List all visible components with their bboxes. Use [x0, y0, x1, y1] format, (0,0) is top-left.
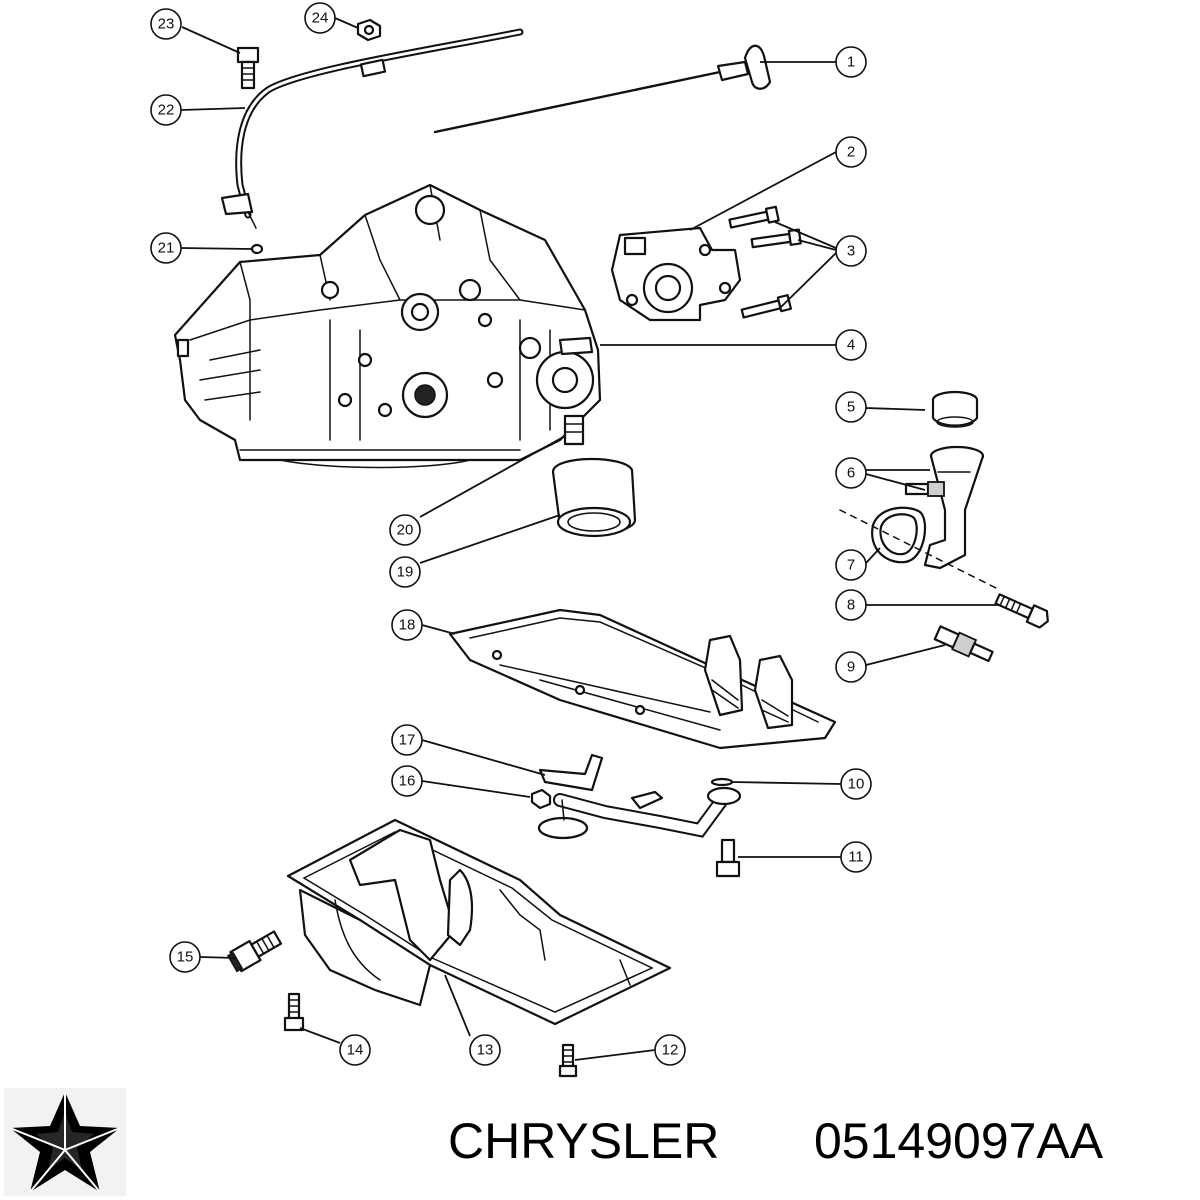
oil-pump	[610, 226, 742, 322]
tube-o-ring	[250, 243, 264, 255]
callout-label: 10	[848, 776, 865, 793]
oil-pickup-tube	[537, 753, 742, 840]
callout-13: 13	[469, 1034, 501, 1066]
pickup-nut	[530, 788, 552, 810]
callout-21: 21	[150, 232, 182, 264]
callout-14: 14	[339, 1034, 371, 1066]
tube-nut	[356, 18, 382, 42]
callout-label: 18	[399, 617, 416, 634]
callout-label: 13	[477, 1042, 494, 1059]
parts-illustration	[173, 18, 1049, 1078]
engine-block	[173, 183, 602, 469]
callout-12: 12	[654, 1034, 686, 1066]
callout-3: 3	[835, 235, 867, 267]
callout-5: 5	[835, 391, 867, 423]
callout-6: 6	[835, 457, 867, 489]
callout-2: 2	[835, 136, 867, 168]
callout-label: 1	[847, 54, 855, 71]
callout-22: 22	[150, 94, 182, 126]
callout-label: 6	[847, 465, 855, 482]
callout-label: 2	[847, 144, 855, 161]
callout-10: 10	[840, 768, 872, 800]
callout-label: 15	[177, 949, 194, 966]
callout-label: 16	[399, 773, 416, 790]
brand-name: CHRYSLER	[448, 1113, 719, 1169]
callout-label: 20	[397, 522, 414, 539]
pickup-o-ring	[710, 777, 734, 787]
callout-label: 24	[312, 10, 329, 27]
callout-4: 4	[835, 329, 867, 361]
callout-label: 19	[397, 564, 414, 581]
callout-23: 23	[150, 8, 182, 40]
callout-24: 24	[304, 2, 336, 34]
pickup-bolt	[715, 838, 741, 878]
callout-17: 17	[391, 724, 423, 756]
dipstick-tube-bracket	[359, 58, 387, 78]
pentastar-logo-icon	[4, 1088, 126, 1196]
callout-label: 21	[158, 240, 175, 257]
leader-lines	[180, 17, 1000, 1061]
callout-label: 4	[847, 337, 855, 354]
callout-label: 12	[662, 1042, 679, 1059]
filler-tube-gasket	[871, 506, 927, 564]
callout-9: 9	[835, 651, 867, 683]
callout-15: 15	[169, 941, 201, 973]
callout-16: 16	[391, 765, 423, 797]
part-number: 05149097AA	[814, 1113, 1104, 1169]
callout-20: 20	[389, 514, 421, 546]
dipstick	[433, 44, 772, 134]
callouts: 1 2 3 4 5 6 7 8 9 10 11 12 13 14 15 16 1…	[150, 2, 872, 1066]
callout-label: 3	[847, 243, 855, 260]
callout-label: 5	[847, 399, 855, 416]
callout-1: 1	[835, 46, 867, 78]
filler-tube-sensor	[904, 481, 945, 497]
pan-bolt	[283, 992, 305, 1032]
callout-label: 11	[848, 849, 864, 866]
windage-tray	[448, 608, 837, 750]
drain-plug	[226, 930, 283, 973]
oil-filler-cap	[931, 390, 979, 428]
callout-label: 17	[399, 732, 416, 749]
callout-label: 14	[347, 1042, 364, 1059]
callout-19: 19	[389, 556, 421, 588]
tube-bolt	[236, 46, 260, 90]
oil-filter	[551, 457, 637, 538]
pan-stud	[558, 1043, 578, 1078]
callout-8: 8	[835, 589, 867, 621]
callout-label: 8	[847, 597, 855, 614]
oil-pan	[286, 818, 672, 1026]
callout-7: 7	[835, 549, 867, 581]
callout-18: 18	[391, 609, 423, 641]
oil-filter-adapter	[563, 414, 585, 446]
oil-filler-tube	[923, 445, 985, 570]
callout-11: 11	[840, 841, 872, 873]
callout-label: 23	[158, 16, 175, 33]
dipstick-tube-bracket-lower	[220, 192, 254, 216]
callout-label: 7	[847, 557, 855, 574]
filler-tube-bolt	[994, 593, 1049, 629]
pump-bolts	[728, 205, 802, 319]
callout-label: 9	[847, 659, 855, 676]
callout-label: 22	[158, 102, 175, 119]
oil-pressure-sensor	[933, 625, 994, 663]
